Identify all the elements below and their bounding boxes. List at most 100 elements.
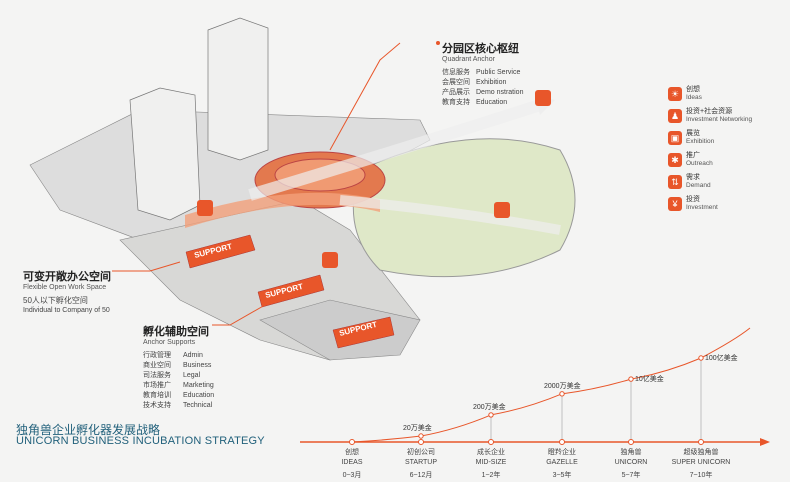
stage-zh: 成长企业 (477, 449, 505, 456)
stage-en: STARTUP (404, 459, 438, 466)
item-en: Business (183, 362, 212, 369)
stage-en: SUPER UNICORN (671, 459, 731, 466)
stage-time: 1~2年 (481, 472, 501, 479)
legend-en: Ideas (686, 94, 702, 101)
stage-zh: 瞪羚企业 (548, 449, 576, 456)
value-point (488, 412, 494, 418)
value-label: 2000万美金 (544, 382, 581, 390)
legend-en: Investment (686, 204, 718, 211)
stage-en: GAZELLE (546, 459, 578, 466)
support-item: 技术支持 Technical (143, 401, 214, 411)
item-en: Technical (183, 402, 213, 409)
outreach-icon: ✱ (668, 153, 682, 167)
support-block-3 (332, 316, 395, 349)
item-en: Public Service (476, 69, 521, 76)
stage-point (559, 439, 565, 445)
value-point (628, 376, 634, 382)
item-zh: 信息服务 (442, 69, 470, 76)
yen-icon: ¥ (668, 197, 682, 211)
flex-callout: 可变开敞办公空间 Flexible Open Work Space 50人以下孵… (23, 271, 111, 314)
demand-icon: ⇅ (668, 175, 682, 189)
stage-time: 6~12月 (409, 472, 433, 479)
legend-en: Investment Networking (686, 116, 753, 123)
outreach-icon (494, 202, 510, 218)
stage-label: 超级独角兽 SUPER UNICORN 7~10年 (661, 448, 741, 481)
item-zh: 行政管理 (143, 352, 171, 359)
stage-en: UNICORN (614, 459, 648, 466)
stage-en: MID-SIZE (475, 459, 507, 466)
item-en: Education (476, 99, 508, 106)
legend-zh: 需求 (686, 174, 700, 181)
value-point (559, 391, 565, 397)
item-en: Legal (183, 372, 201, 379)
value-label: 100亿美金 (705, 355, 738, 362)
item-en: Demo nstration (476, 89, 524, 96)
stage-zh: 独角兽 (620, 449, 642, 456)
stage-zh: 创想 (345, 449, 359, 456)
people-icon (322, 252, 338, 268)
legend-en: Demand (686, 182, 711, 189)
stage-label: 创想 IDEAS 0~3月 (312, 448, 392, 481)
value-point (698, 355, 704, 361)
legend-en: Outreach (686, 160, 713, 167)
green-park (352, 138, 576, 278)
anchor-item: 信息服务 Public Service (442, 68, 523, 78)
value-label: 10亿美金 (635, 376, 664, 384)
item-zh: 教育培训 (143, 392, 171, 399)
stage-time: 7~10年 (689, 472, 713, 479)
stage-point (488, 439, 494, 445)
stage-zh: 初创公司 (407, 449, 435, 456)
lightbulb-icon: ☀ (668, 87, 682, 101)
legend-zh: 推广 (686, 152, 700, 159)
stage-point (418, 439, 424, 445)
stage-label: 瞪羚企业 GAZELLE 3~5年 (522, 448, 602, 481)
legend-zh: 投资 (686, 196, 700, 203)
stage-time: 0~3月 (342, 472, 362, 479)
item-zh: 司法服务 (143, 372, 171, 379)
stage-label: 成长企业 MID-SIZE 1~2年 (451, 448, 531, 481)
stage-zh: 超级独角兽 (683, 449, 719, 456)
stage-point (698, 439, 704, 445)
value-label: 200万美金 (473, 403, 506, 411)
stage-en: IDEAS (341, 459, 363, 466)
legend-en: Exhibition (686, 138, 715, 145)
title-en: UNICORN BUSINESS INCUBATION STRATEGY (16, 435, 265, 447)
arrow-head (760, 438, 770, 446)
stage-point (349, 439, 355, 445)
support-item: 司法服务 Legal (143, 371, 214, 381)
legend-zh: 展览 (686, 130, 700, 137)
exhibition-icon: ▣ (668, 131, 682, 145)
stage-time: 3~5年 (552, 472, 572, 479)
support-block-1 (185, 234, 256, 269)
stage-point (628, 439, 634, 445)
support-block-2 (257, 274, 325, 308)
item-zh: 商业空间 (143, 362, 171, 369)
yen-icon (197, 200, 213, 216)
item-en: Exhibition (476, 79, 507, 86)
value-label: 20万美金 (403, 425, 432, 432)
legend-zh: 投资+社会资源 (686, 108, 733, 115)
item-zh: 市场推广 (143, 382, 171, 389)
item-zh: 技术支持 (143, 402, 171, 409)
